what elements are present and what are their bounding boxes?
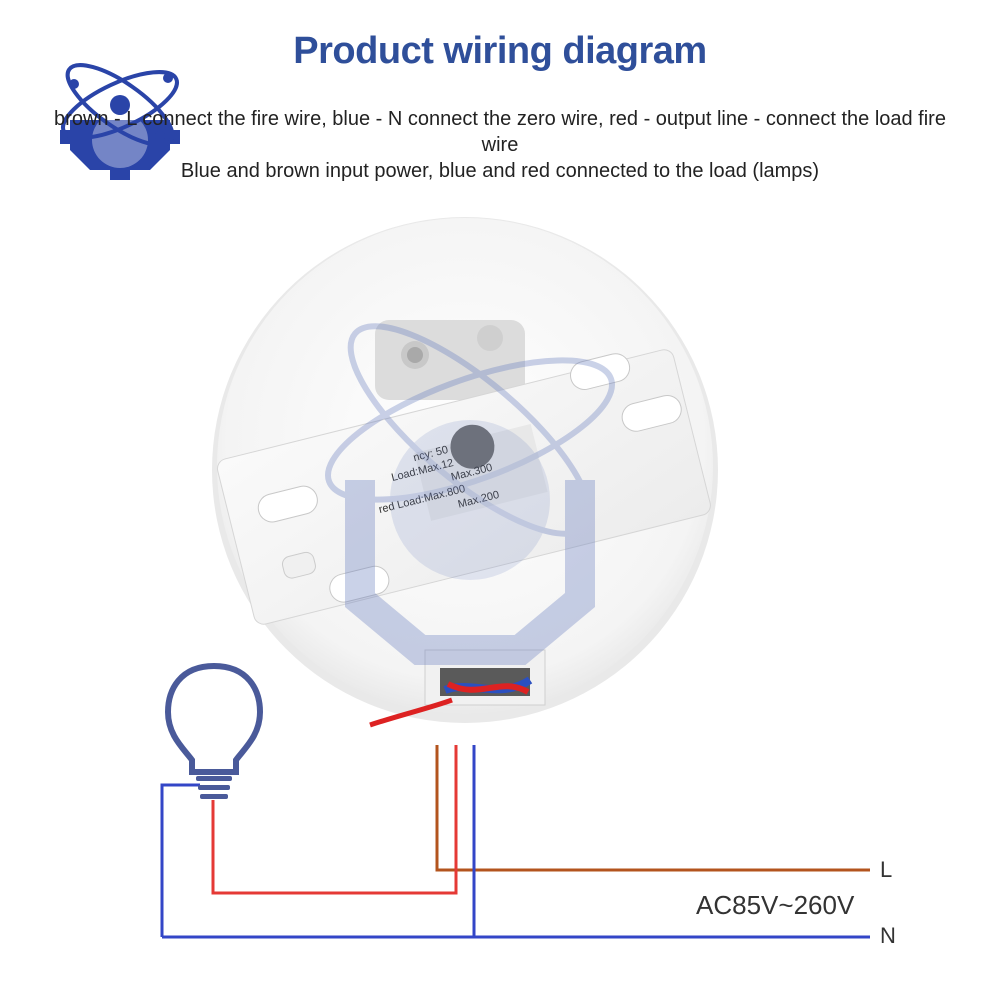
sensor-device: ncy: 50 Load:Max.12 Max.300 red Load:Max… xyxy=(212,217,718,728)
lightbulb-icon xyxy=(164,662,264,799)
watermark-logo-icon xyxy=(325,323,615,665)
description-line-1: brown - L connect the fire wire, blue - … xyxy=(54,108,946,156)
voltage-label: AC85V~260V xyxy=(696,890,855,920)
page-title: Product wiring diagram xyxy=(293,30,707,72)
label-L: L xyxy=(880,857,893,882)
wires xyxy=(160,745,870,939)
label-N: N xyxy=(880,923,896,948)
atom-gear-logo-icon xyxy=(60,63,180,180)
description-line-2: Blue and brown input power, blue and red… xyxy=(180,160,820,182)
